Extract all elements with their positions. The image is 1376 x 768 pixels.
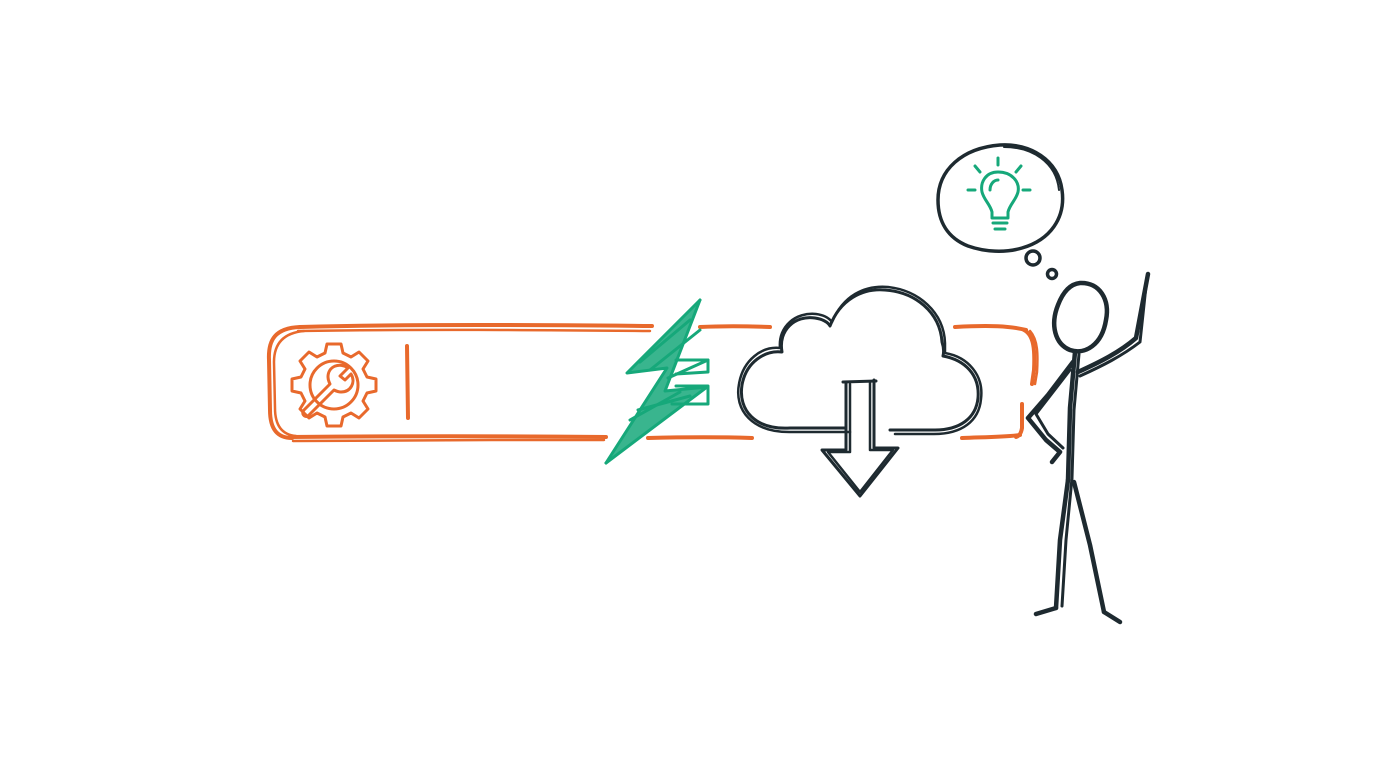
lightning-bolt-icon (604, 298, 710, 465)
thought-bubble (936, 143, 1065, 281)
progress-bar-frame (266, 323, 1039, 443)
stick-figure (1025, 271, 1151, 625)
cloud-download-icon (736, 285, 983, 498)
gear-wrench-icon (290, 342, 378, 428)
lightbulb-icon (966, 156, 1032, 231)
